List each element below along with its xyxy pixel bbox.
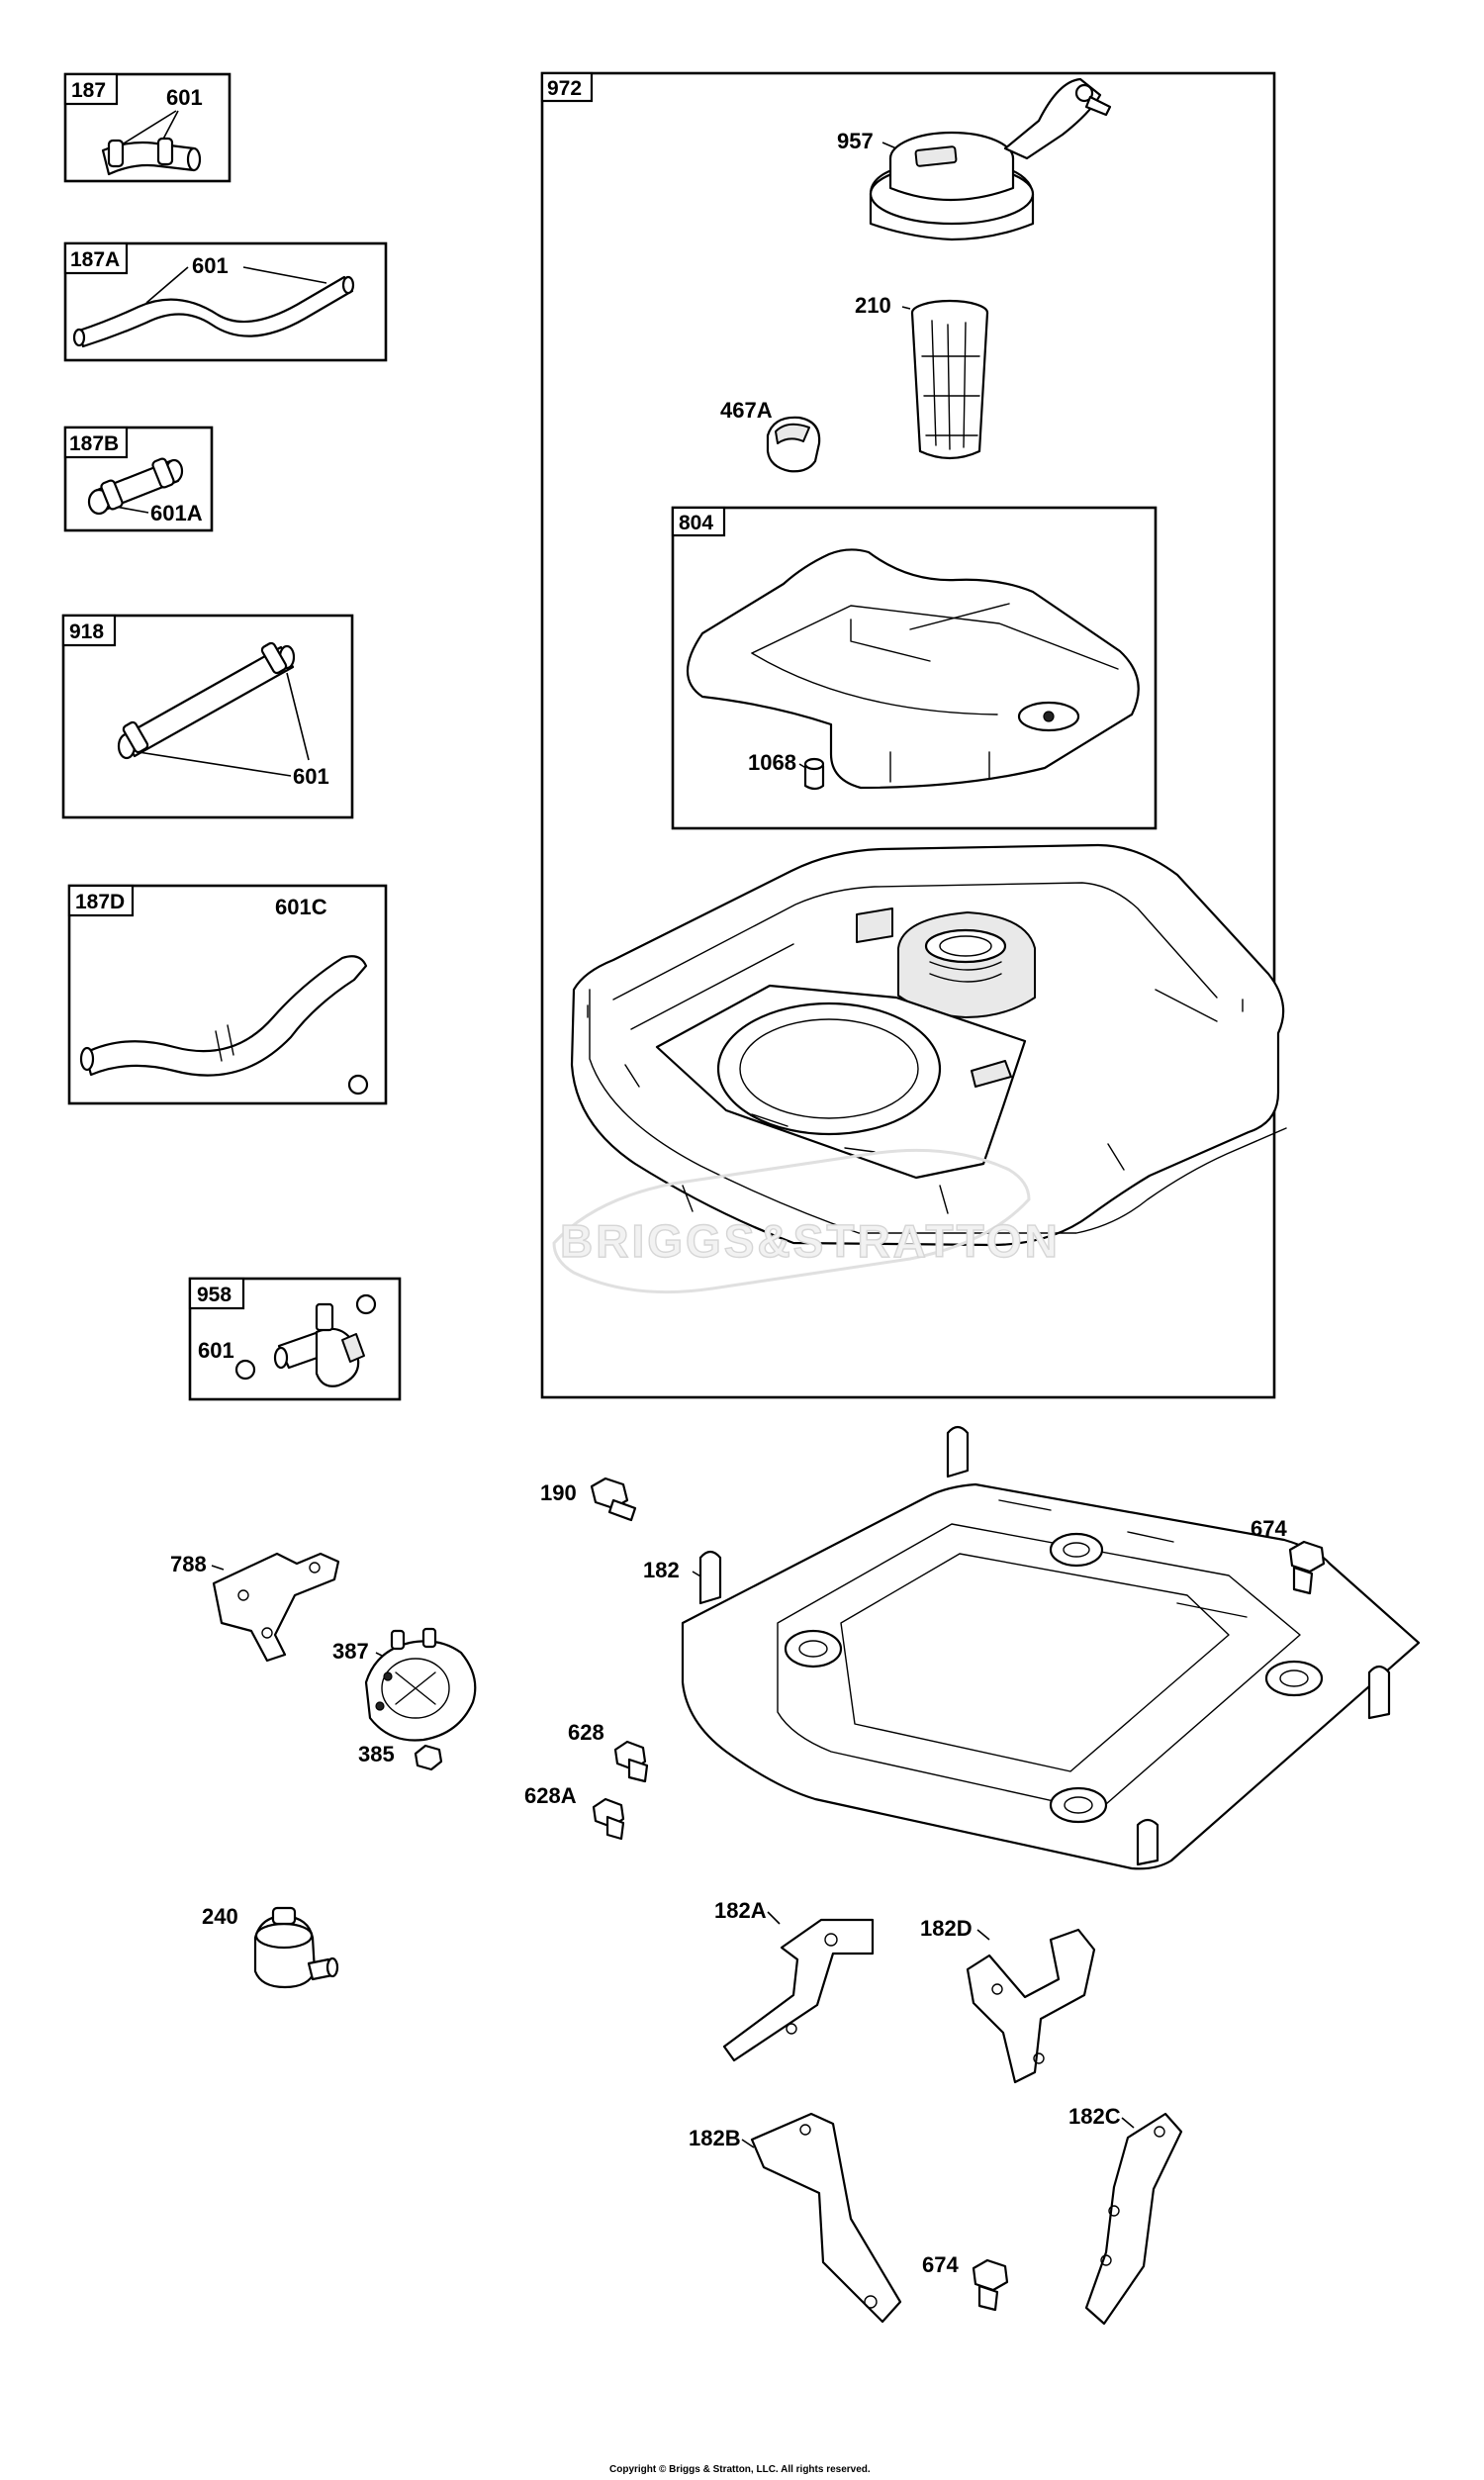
fuel-tank-part <box>570 843 1287 1247</box>
label-601a: 601A <box>150 501 203 525</box>
label-601: 601 <box>166 85 203 110</box>
hose-elbow-part <box>101 137 202 176</box>
tag-187: 187 <box>71 79 106 102</box>
label-467a: 467A <box>720 398 773 423</box>
callout-box-187a[interactable]: 187A 601 <box>63 241 388 362</box>
tag-187d: 187D <box>75 891 125 913</box>
callout-box-187[interactable]: 187 601 <box>63 72 232 183</box>
watermark-text: BRIGGS&STRATTON <box>560 1215 1061 1267</box>
screw-385-part <box>414 1744 443 1771</box>
tag-958: 958 <box>197 1284 232 1306</box>
label-788: 788 <box>170 1552 207 1576</box>
label-601: 601 <box>293 764 329 789</box>
callout-box-187b[interactable]: 187B 601A <box>63 426 214 532</box>
label-674: 674 <box>1251 1516 1287 1541</box>
grommet-part <box>803 757 825 791</box>
fuel-cap-part <box>869 77 1112 241</box>
callout-box-804[interactable]: 804 1068 <box>671 506 1158 830</box>
label-182b: 182B <box>689 2126 741 2150</box>
fuel-strainer-part <box>910 299 989 460</box>
label-628a: 628A <box>524 1783 577 1808</box>
label-957: 957 <box>837 129 874 153</box>
label-601: 601 <box>198 1338 234 1363</box>
bracket-182b-part <box>750 2112 902 2324</box>
fuel-line-part <box>117 641 296 760</box>
tank-top-recess <box>655 907 1027 1180</box>
bracket-182d-part <box>966 1928 1096 2084</box>
screw-628a-part <box>592 1797 625 1841</box>
mounting-frame-part <box>681 1425 1421 1870</box>
vent-cap-part <box>766 416 821 473</box>
label-182d: 182D <box>920 1916 973 1941</box>
tag-804: 804 <box>679 512 713 534</box>
callout-box-958[interactable]: 958 601 <box>188 1277 402 1401</box>
label-674: 674 <box>922 2252 959 2277</box>
fuel-pump-part <box>364 1627 477 1742</box>
callout-box-187d[interactable]: 187D 601C <box>67 884 388 1105</box>
briggs-stratton-watermark: BRIGGS&STRATTON <box>552 1148 1061 1294</box>
curved-hose-part <box>79 955 369 1096</box>
fuel-hose-part <box>72 275 355 348</box>
copyright-text: Copyright © Briggs & Stratton, LLC. All … <box>609 2464 871 2475</box>
bracket-182a-part <box>722 1918 875 2062</box>
callout-box-918[interactable]: 918 601 <box>61 614 354 819</box>
label-182: 182 <box>643 1558 680 1582</box>
label-385: 385 <box>358 1742 395 1766</box>
fuel-filter-part <box>253 1906 339 1989</box>
tag-918: 918 <box>69 620 104 643</box>
fuel-shutoff-valve-part <box>234 1293 377 1387</box>
hose-clamp-part <box>87 457 184 516</box>
callout-box-972[interactable]: 972 957 210 467A <box>540 71 1287 1399</box>
label-1068: 1068 <box>748 750 796 775</box>
bolt-674-lower-part <box>972 2258 1009 2312</box>
label-601c: 601C <box>275 895 327 919</box>
bracket-788-part <box>212 1552 340 1663</box>
tank-filler-neck <box>897 911 1036 1018</box>
label-182a: 182A <box>714 1898 767 1923</box>
bolt-674-part <box>1288 1540 1326 1595</box>
tag-187a: 187A <box>70 248 120 271</box>
label-182c: 182C <box>1068 2104 1121 2129</box>
label-210: 210 <box>855 293 891 318</box>
label-628: 628 <box>568 1720 604 1745</box>
label-601: 601 <box>192 253 229 278</box>
tank-cover-part <box>687 548 1140 790</box>
tag-972: 972 <box>547 77 582 100</box>
label-387: 387 <box>332 1639 369 1664</box>
screw-190-part <box>590 1477 637 1522</box>
bracket-182c-part <box>1084 2112 1183 2326</box>
screw-628-part <box>613 1740 649 1783</box>
label-190: 190 <box>540 1480 577 1505</box>
label-240: 240 <box>202 1904 238 1929</box>
tag-187b: 187B <box>69 432 119 455</box>
